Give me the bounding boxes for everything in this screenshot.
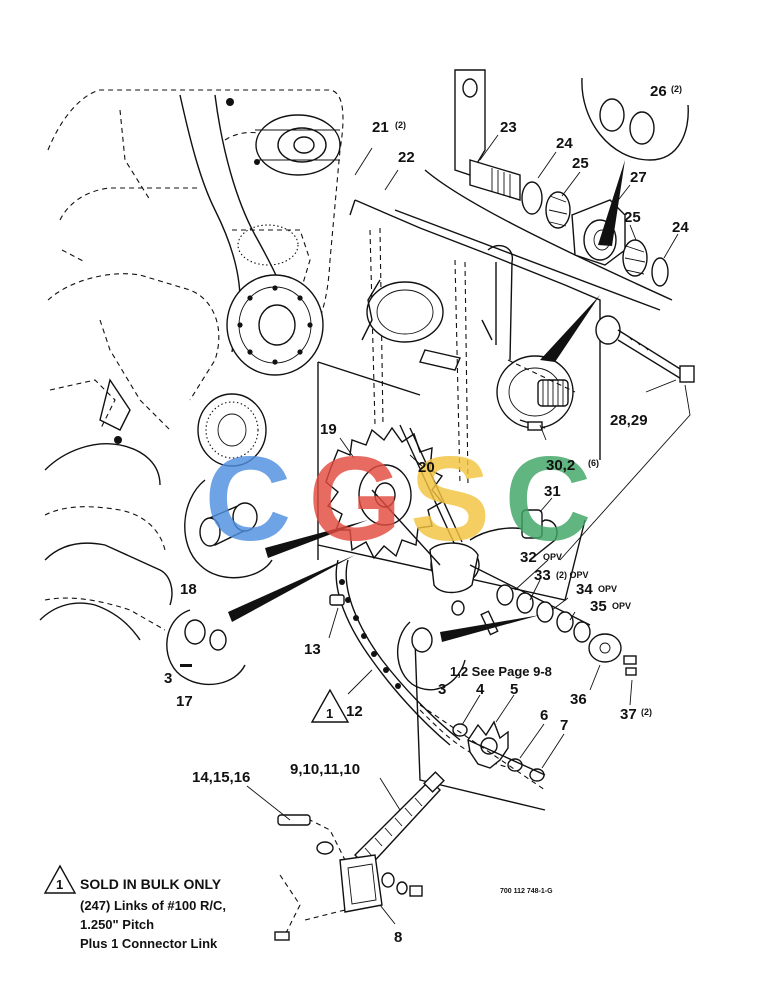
leader-lines	[246, 134, 691, 925]
callout-26-qty: (2)	[671, 84, 682, 94]
callout-7: 7	[560, 717, 568, 734]
callout-28-29: 28,29	[610, 412, 648, 429]
callout-1-2-see-page: 1,2 See Page 9-8	[450, 664, 552, 679]
callout-35: 35	[590, 598, 607, 615]
note-title: SOLD IN BULK ONLY	[80, 876, 222, 892]
callout-21-qty: (2)	[395, 120, 406, 130]
callout-26: 26	[650, 83, 667, 100]
callout-6: 6	[540, 707, 548, 724]
callout-9-10-11-10: 9,10,11,10	[290, 761, 360, 778]
callout-12: 12	[346, 703, 363, 720]
callout-22: 22	[398, 149, 415, 166]
watermark-letter-c2: C	[505, 432, 592, 566]
callout-25-upper: 25	[572, 155, 589, 172]
note-line-3: Plus 1 Connector Link	[80, 936, 218, 951]
callout-34-opv: OPV	[598, 584, 617, 594]
idler-sprocket-assembly	[414, 639, 546, 811]
bulk-sale-note: 1 SOLD IN BULK ONLY (247) Links of #100 …	[43, 864, 226, 951]
note-line-2: 1.250" Pitch	[80, 917, 154, 932]
callout-24-lower: 24	[672, 219, 689, 236]
callout-33-opv: (2) OPV	[556, 570, 589, 580]
drive-sprocket	[325, 424, 637, 676]
callout-27: 27	[630, 169, 647, 186]
callout-8: 8	[394, 929, 402, 946]
callout-19: 19	[320, 421, 337, 438]
callout-20: 20	[418, 459, 435, 476]
callout-31: 31	[544, 483, 561, 500]
callout-14-15-16: 14,15,16	[192, 769, 250, 786]
watermark-letter-c1: C	[205, 432, 292, 566]
callout-24-upper: 24	[556, 135, 573, 152]
idler-shaft-assembly	[394, 69, 695, 383]
callout-13: 13	[304, 641, 321, 658]
roller-chain	[329, 489, 521, 771]
note-marker-number: 1	[56, 877, 63, 892]
machine-frame	[39, 89, 344, 641]
note-line-1: (247) Links of #100 R/C,	[80, 898, 226, 913]
callout-32-opv: OPV	[543, 552, 562, 562]
drawing-reference-number: 700 112 748-1-G	[500, 888, 553, 895]
callout-32: 32	[520, 549, 537, 566]
callout-37: 37	[620, 706, 637, 723]
callout-3-right: 3	[438, 681, 446, 698]
watermark: C G S C	[205, 432, 592, 566]
callout-37-qty: (2)	[641, 707, 652, 717]
callout-17: 17	[176, 693, 193, 710]
bulk-warning-marker: 1	[310, 688, 350, 723]
callout-25-lower: 25	[624, 209, 641, 226]
watermark-letter-g: G	[308, 432, 401, 566]
callout-18: 18	[180, 581, 197, 598]
callout-5: 5	[510, 681, 518, 698]
callout-33: 33	[534, 567, 551, 584]
callout-30-2: 30,2	[546, 457, 575, 474]
callout-4: 4	[476, 681, 485, 698]
inset-details	[166, 479, 540, 691]
callout-labels: 21 (2) 22 23 24 25 26 (2) 27 25 24 28,29…	[164, 83, 689, 946]
callout-21: 21	[372, 119, 389, 136]
callout-36: 36	[570, 691, 587, 708]
watermark-letter-s: S	[410, 432, 490, 566]
chain-tightener	[274, 771, 445, 941]
callout-34: 34	[576, 581, 593, 598]
callout-30-2-qty: (6)	[588, 458, 599, 468]
callout-3-left: 3	[164, 670, 172, 687]
callout-23: 23	[500, 119, 517, 136]
callout-35-opv: OPV	[612, 601, 631, 611]
bulk-warning-marker-number: 1	[326, 706, 333, 721]
